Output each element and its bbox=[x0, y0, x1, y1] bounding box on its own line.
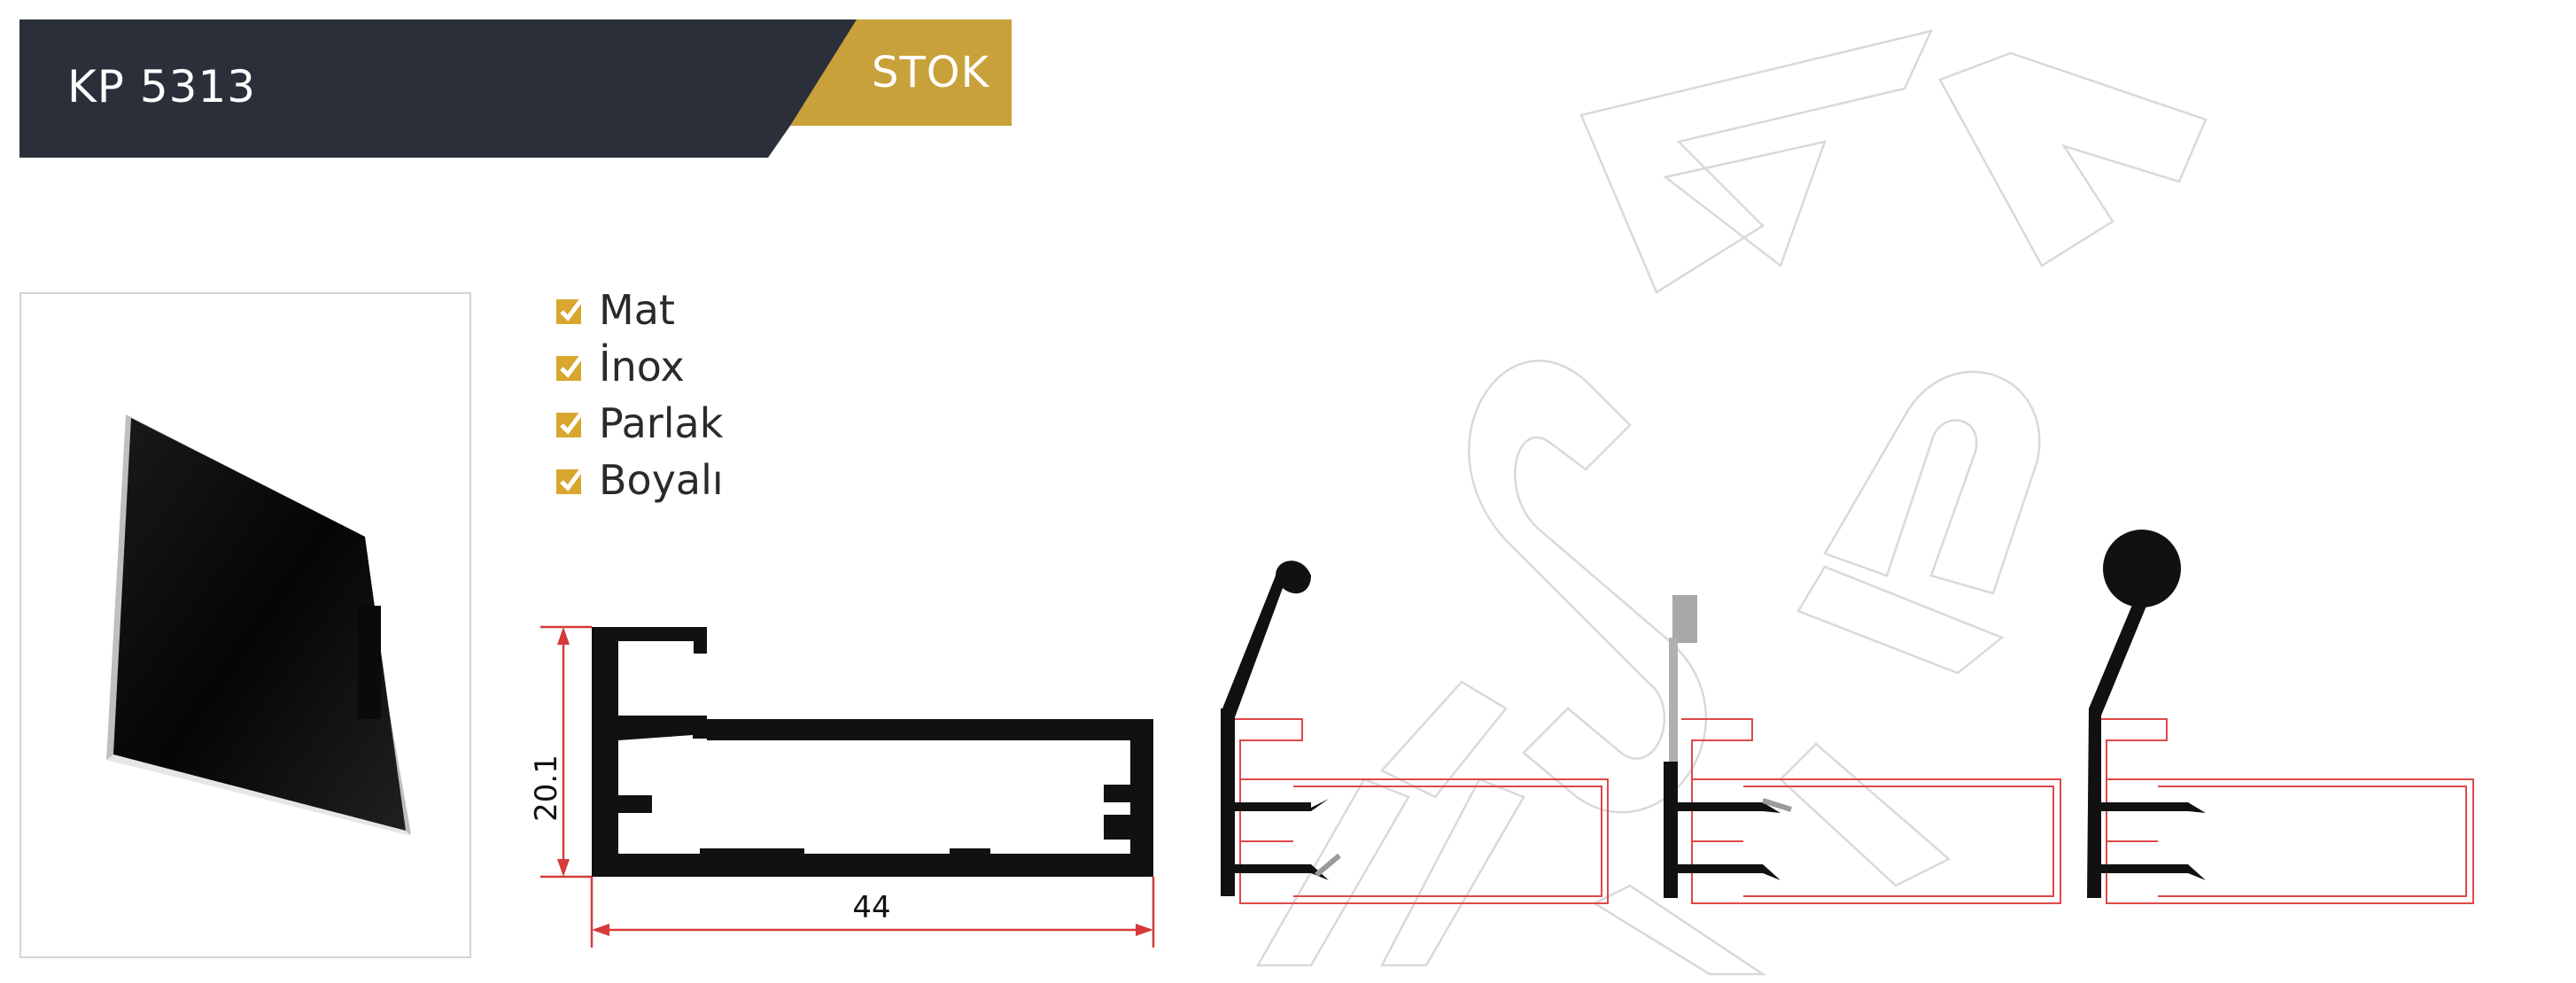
finish-option-mat: Mat bbox=[555, 282, 724, 338]
finish-option-boyali: Boyalı bbox=[555, 452, 724, 508]
finish-label: Parlak bbox=[599, 399, 724, 447]
height-dimension-label: 20.1 bbox=[529, 755, 564, 822]
finish-label: Boyalı bbox=[599, 456, 724, 504]
width-dimension bbox=[590, 877, 1155, 948]
header-bar: KP 5313 STOK bbox=[19, 19, 1012, 158]
finish-option-parlak: Parlak bbox=[555, 395, 724, 452]
finish-options: Mat İnox Parlak Boyalı bbox=[555, 282, 724, 508]
finish-option-inox: İnox bbox=[555, 338, 724, 395]
assembly-view-1 bbox=[1221, 561, 1609, 904]
assembly-view-2 bbox=[1664, 595, 2061, 904]
finish-label: Mat bbox=[599, 286, 675, 334]
product-photo bbox=[19, 292, 471, 958]
profile-cross-section bbox=[592, 627, 1153, 877]
checkbox-checked-icon bbox=[556, 465, 586, 494]
width-dimension-label: 44 bbox=[852, 890, 890, 925]
checkbox-checked-icon bbox=[556, 352, 586, 381]
product-code: KP 5313 bbox=[67, 61, 257, 112]
height-dimension bbox=[540, 625, 592, 879]
assembly-view-3 bbox=[2087, 530, 2474, 904]
checkbox-checked-icon bbox=[556, 295, 586, 324]
finish-label: İnox bbox=[599, 343, 685, 391]
checkbox-checked-icon bbox=[556, 408, 586, 437]
stock-badge: STOK bbox=[872, 48, 990, 97]
